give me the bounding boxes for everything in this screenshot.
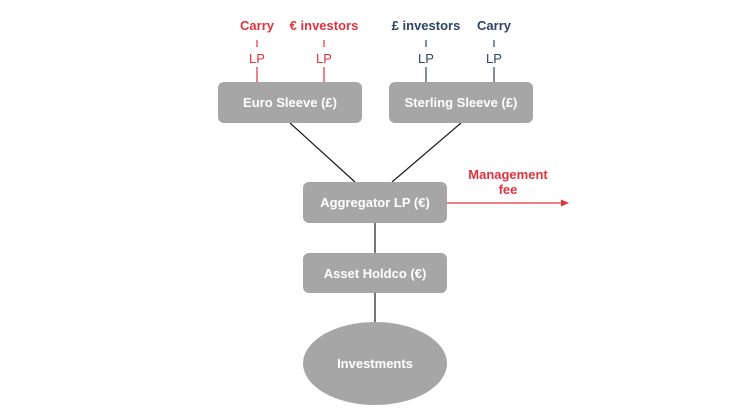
management-fee-label: Management fee (468, 167, 548, 197)
label-sterling-investors: £ investors (391, 18, 461, 33)
asset-holdco-box: Asset Holdco (€) (303, 253, 447, 293)
connector-sterling-to-aggregator (391, 122, 462, 183)
label-euro-carry: Carry (240, 18, 274, 33)
investments-ellipse: Investments (303, 322, 447, 405)
management-fee-arrowhead (561, 199, 569, 207)
label-euro-investors: € investors (289, 18, 359, 33)
aggregator-lp-box: Aggregator LP (€) (303, 182, 447, 223)
lp-label-sterling-1: LP (418, 51, 434, 66)
label-sterling-carry: Carry (477, 18, 511, 33)
lp-label-euro-2: LP (316, 51, 332, 66)
euro-sleeve-box: Euro Sleeve (£) (218, 82, 362, 123)
lp-label-sterling-2: LP (486, 51, 502, 66)
sterling-sleeve-box: Sterling Sleeve (£) (389, 82, 533, 123)
connector-euro-to-aggregator (289, 122, 356, 183)
lp-label-euro-1: LP (249, 51, 265, 66)
